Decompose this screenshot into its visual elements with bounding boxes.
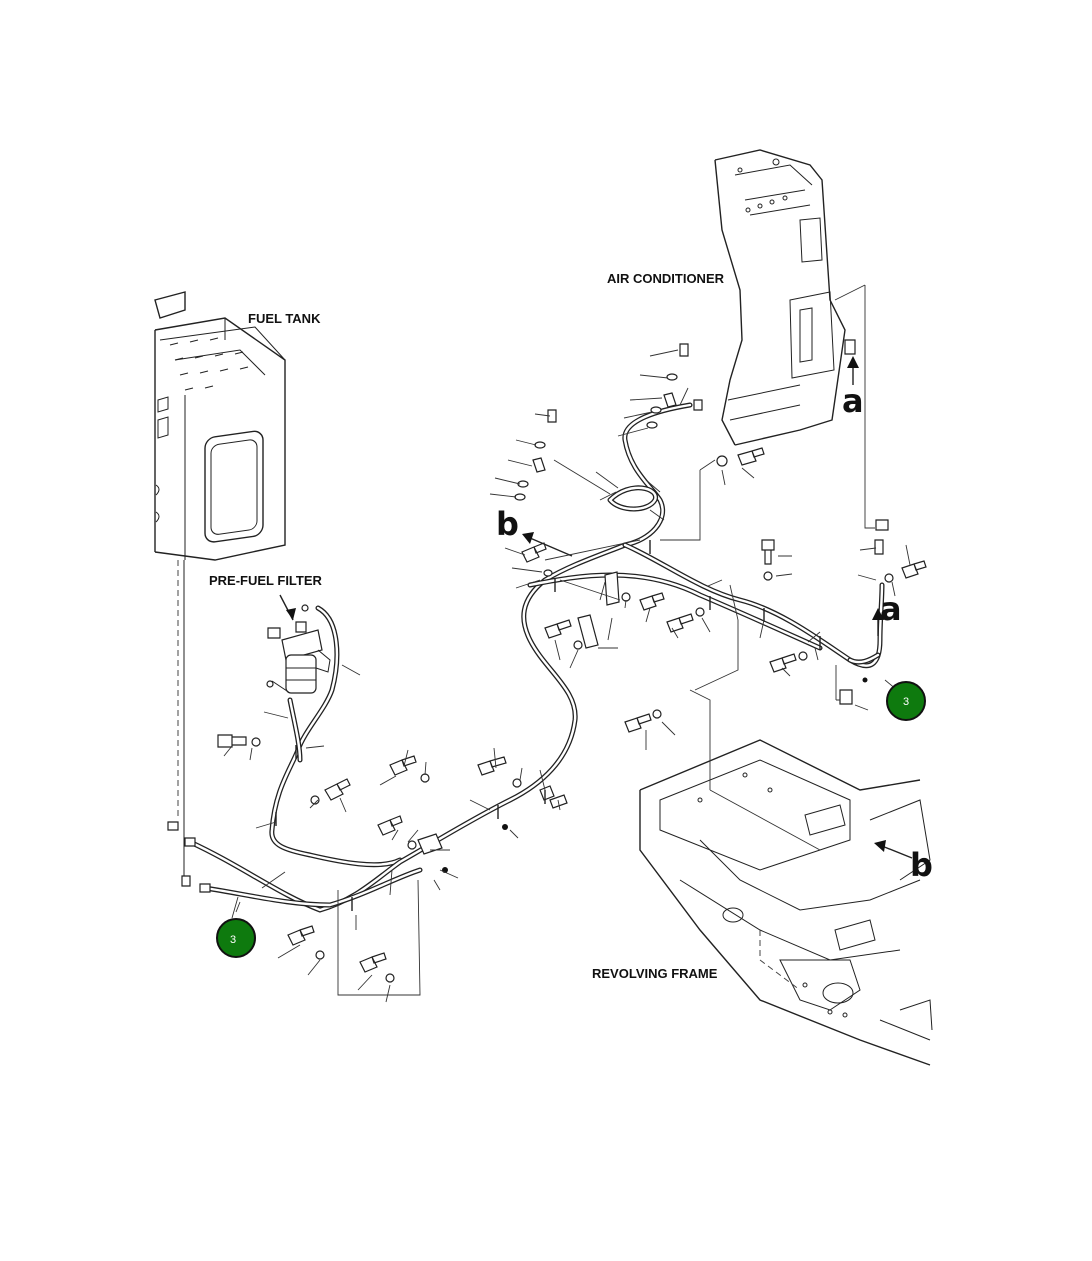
revolving-frame-drawing bbox=[639, 739, 933, 1066]
callout-right-number: 3 bbox=[903, 696, 909, 708]
reference-b-left: b bbox=[496, 505, 573, 557]
fuel-hoses bbox=[187, 402, 885, 913]
reference-a-bottom: a bbox=[872, 590, 902, 636]
ref-letter-a-bottom: a bbox=[880, 590, 902, 628]
leader-lines bbox=[223, 284, 911, 1003]
callout-right[interactable]: 3 bbox=[884, 679, 926, 721]
ref-letter-b-left: b bbox=[496, 505, 519, 543]
filter-arrow-head bbox=[286, 608, 296, 620]
pre-fuel-filter-label: PRE-FUEL FILTER bbox=[209, 573, 323, 588]
ref-letter-a-top: a bbox=[842, 382, 864, 420]
callout-left[interactable]: 3 bbox=[216, 896, 256, 958]
air-conditioner-drawing bbox=[714, 149, 856, 446]
callout-right-circle[interactable] bbox=[886, 681, 926, 721]
fuel-tank-label: FUEL TANK bbox=[248, 311, 321, 326]
revolving-frame-label: REVOLVING FRAME bbox=[592, 966, 718, 981]
callout-left-circle[interactable] bbox=[216, 918, 256, 958]
ref-letter-b-right: b bbox=[910, 846, 933, 884]
reference-b-right: b bbox=[874, 840, 933, 884]
reference-a-top: a bbox=[842, 356, 864, 420]
air-conditioner-label: AIR CONDITIONER bbox=[607, 271, 725, 286]
callout-left-number: 3 bbox=[230, 934, 236, 946]
fuel-tank-drawing bbox=[154, 291, 286, 887]
fasteners bbox=[184, 343, 927, 983]
pre-fuel-filter-drawing bbox=[266, 604, 331, 694]
